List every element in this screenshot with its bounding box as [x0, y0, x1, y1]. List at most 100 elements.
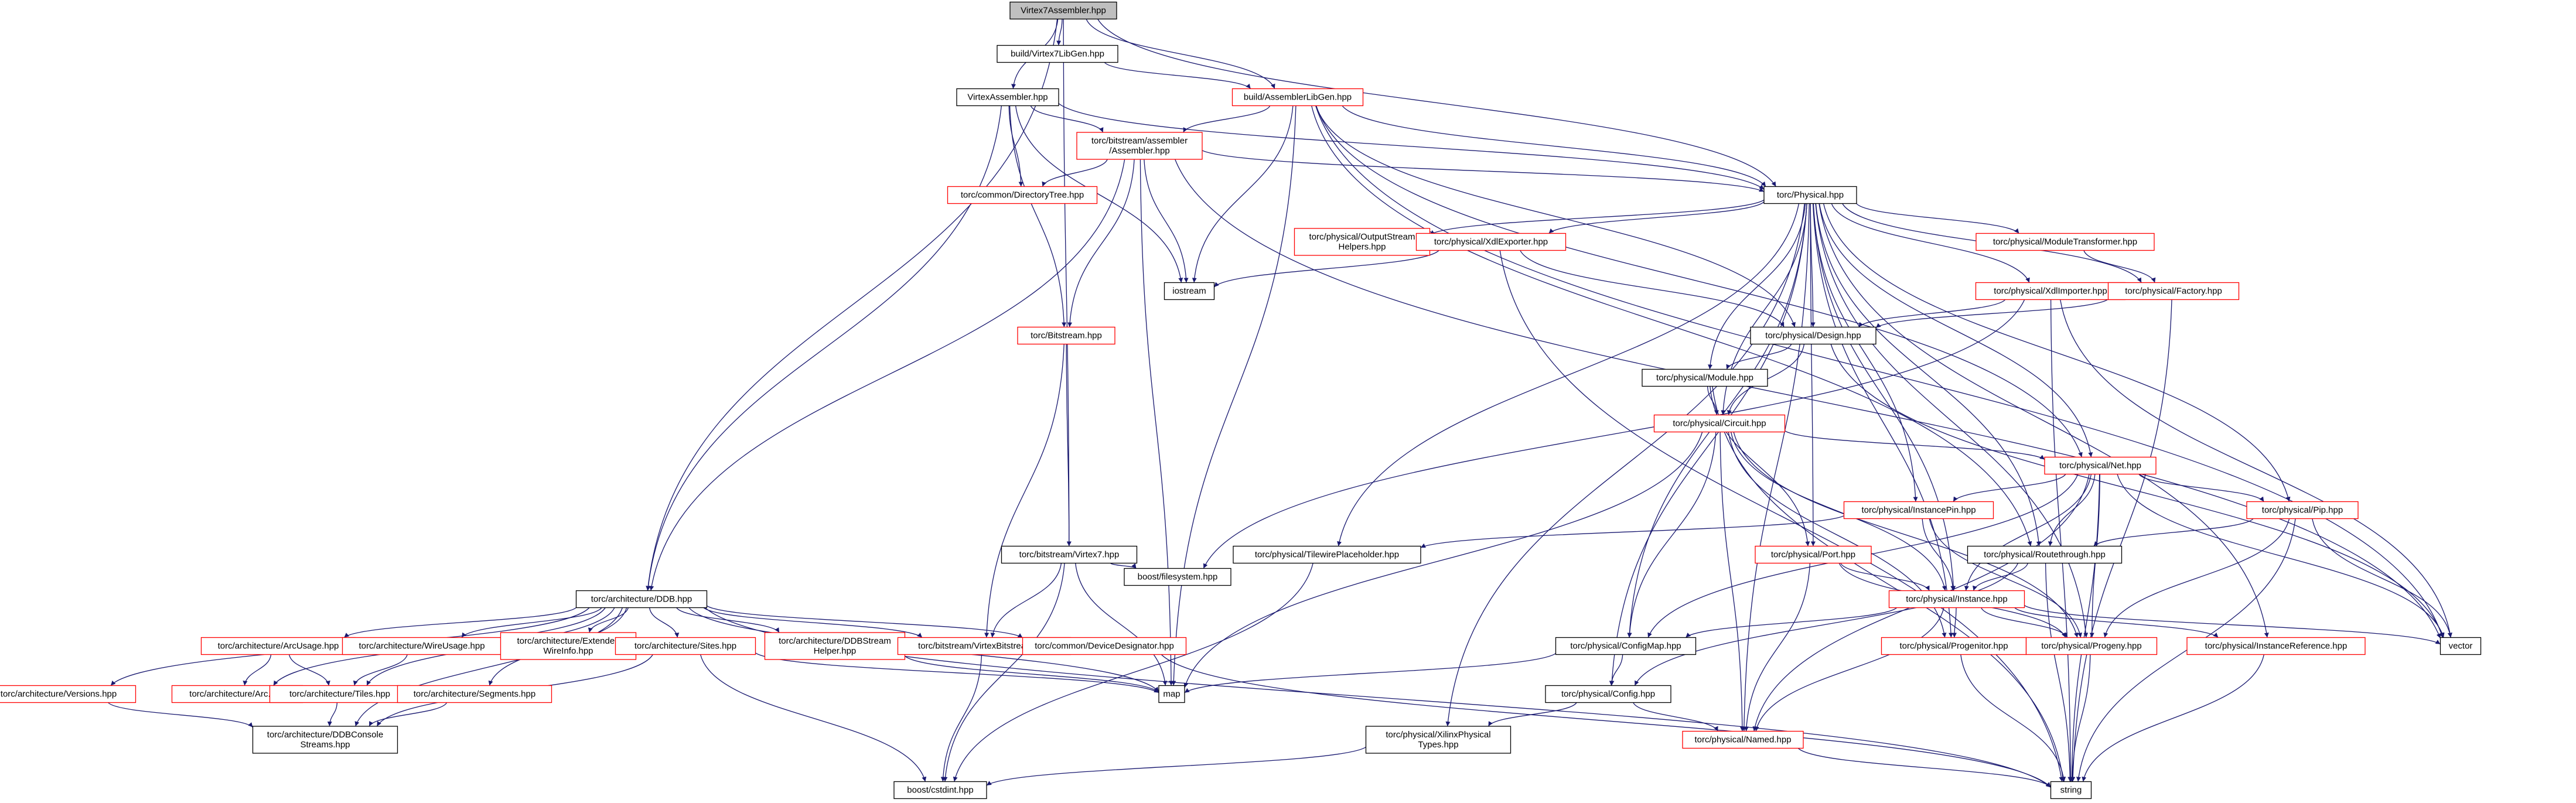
edge-alg-to-vec	[1315, 105, 2444, 638]
node-box	[1888, 590, 2025, 609]
node-alg[interactable]: build/AssemblerLibGen.hpp	[1231, 88, 1364, 107]
node-net[interactable]: torc/physical/Net.hpp	[2044, 456, 2157, 475]
node-phy[interactable]: torc/Physical.hpp	[1763, 186, 1857, 204]
edge-des-to-vec	[1830, 344, 2444, 638]
node-pip[interactable]: torc/physical/Pip.hpp	[2246, 501, 2359, 520]
node-pgy[interactable]: torc/physical/Progeny.hpp	[2025, 637, 2158, 655]
node-box	[1763, 186, 1857, 204]
edge-asm-to-ios	[1144, 159, 1189, 283]
edge-root-to-phy	[1097, 19, 1776, 187]
edge-phy-to-rth	[1815, 203, 2041, 546]
node-label: torc/physical/Port.hpp	[1771, 549, 1855, 559]
node-nam[interactable]: torc/physical/Named.hpp	[1682, 730, 1804, 749]
node-mod[interactable]: torc/physical/Module.hpp	[1642, 368, 1768, 387]
edge-pip-to-pgy	[2103, 518, 2290, 638]
node-ios[interactable]: iostream	[1164, 282, 1215, 300]
edge-xpt-to-cst	[986, 746, 1366, 786]
node-ddb[interactable]: torc/architecture/DDB.hpp	[575, 590, 708, 609]
node-sit[interactable]: torc/architecture/Sites.hpp	[615, 637, 756, 655]
edge-asm-to-vec	[1175, 159, 2441, 639]
edge-phy-to-net	[1818, 203, 2093, 457]
edge-phy-to-xdi	[1831, 203, 2030, 283]
node-box	[1009, 1, 1117, 20]
edge-cdd-to-str	[1161, 654, 2051, 788]
edge-cfg-to-nam	[1633, 702, 1718, 732]
edge-rth-to-str	[2045, 563, 2073, 782]
node-box	[0, 685, 137, 703]
node-mtr[interactable]: torc/physical/ModuleTransformer.hpp	[1975, 233, 2155, 251]
edge-arc_u-to-til	[288, 654, 330, 686]
node-ins[interactable]: torc/physical/Instance.hpp	[1888, 590, 2025, 609]
edge-arc_u-to-arc	[243, 654, 272, 686]
node-label: torc/physical/Progenitor.hpp	[1899, 641, 2008, 651]
node-label: torc/physical/OutputStream	[1309, 232, 1415, 242]
node-fac[interactable]: torc/physical/Factory.hpp	[2107, 282, 2240, 300]
node-root[interactable]: Virtex7Assembler.hpp	[1009, 1, 1117, 20]
node-tph[interactable]: torc/physical/TilewirePlaceholder.hpp	[1233, 545, 1421, 564]
node-wir_u[interactable]: torc/architecture/WireUsage.hpp	[342, 637, 502, 655]
node-box	[1545, 685, 1671, 703]
node-xde[interactable]: torc/physical/XdlExporter.hpp	[1415, 233, 1567, 251]
node-label: map	[1163, 689, 1180, 699]
node-cir[interactable]: torc/physical/Circuit.hpp	[1653, 414, 1786, 433]
node-rth[interactable]: torc/physical/Routethrough.hpp	[1967, 545, 2123, 564]
edge-lib-to-alg	[1104, 62, 1251, 89]
node-box	[1294, 228, 1431, 256]
edge-tph-to-cst	[953, 563, 1313, 782]
node-prg[interactable]: torc/physical/Progenitor.hpp	[1881, 637, 2027, 655]
edge-rth-to-ins	[1973, 563, 2029, 591]
node-box	[342, 637, 502, 655]
edge-pgy-to-str	[2070, 654, 2091, 782]
edge-des-to-mod	[1726, 344, 1792, 370]
edge-xde-to-str	[1499, 250, 2064, 782]
node-box	[1975, 233, 2155, 251]
node-str[interactable]: string	[2050, 781, 2092, 799]
node-label: Streams.hpp	[300, 740, 350, 750]
node-label: torc/physical/XdlImporter.hpp	[1994, 286, 2107, 296]
node-dir[interactable]: torc/common/DirectoryTree.hpp	[947, 186, 1098, 204]
node-iref[interactable]: torc/physical/InstanceReference.hpp	[2186, 637, 2366, 655]
node-cst[interactable]: boost/cstdint.hpp	[893, 781, 987, 799]
node-label: boost/filesystem.hpp	[1138, 572, 1218, 582]
edge-ins-to-vec	[2024, 605, 2441, 645]
node-seg[interactable]: torc/architecture/Segments.hpp	[397, 685, 552, 703]
node-va[interactable]: VirtexAssembler.hpp	[956, 88, 1059, 107]
node-ver[interactable]: torc/architecture/Versions.hpp	[0, 685, 137, 703]
node-map[interactable]: map	[1158, 685, 1185, 703]
node-arc_u[interactable]: torc/architecture/ArcUsage.hpp	[200, 637, 356, 655]
node-lib[interactable]: build/Virtex7LibGen.hpp	[997, 45, 1118, 63]
node-bfs[interactable]: boost/filesystem.hpp	[1124, 568, 1231, 586]
node-label: torc/physical/Module.hpp	[1656, 373, 1753, 382]
node-asm[interactable]: torc/bitstream/assembler/Assembler.hpp	[1076, 132, 1203, 160]
node-box	[1076, 132, 1203, 160]
edge-alg-to-des	[1315, 105, 1796, 327]
edge-root-to-alg	[1086, 19, 1275, 89]
edge-cir-to-pgy	[1733, 432, 2079, 638]
node-cdd[interactable]: torc/common/DeviceDesignator.hpp	[1022, 637, 1187, 655]
node-cfm[interactable]: torc/physical/ConfigMap.hpp	[1555, 637, 1697, 655]
node-til[interactable]: torc/architecture/Tiles.hpp	[269, 685, 411, 703]
edge-ins-to-cfm	[1685, 607, 1898, 638]
node-cfg[interactable]: torc/physical/Config.hpp	[1545, 685, 1671, 703]
edge-va-to-ddb	[646, 105, 1002, 591]
edge-asm-to-map	[1139, 159, 1174, 686]
node-xdi[interactable]: torc/physical/XdlImporter.hpp	[1975, 282, 2126, 300]
node-box	[1233, 545, 1421, 564]
node-vec[interactable]: vector	[2439, 637, 2482, 655]
node-label: torc/physical/Progeny.hpp	[2041, 641, 2141, 651]
node-ipn[interactable]: torc/physical/InstancePin.hpp	[1843, 501, 1994, 520]
edge-bit-to-bv7	[1066, 344, 1072, 546]
node-prt[interactable]: torc/physical/Port.hpp	[1755, 545, 1872, 564]
node-bit[interactable]: torc/Bitstream.hpp	[1017, 326, 1115, 345]
edge-phy-to-prg	[1812, 203, 1954, 638]
node-bv7[interactable]: torc/bitstream/Virtex7.hpp	[1001, 545, 1138, 564]
edge-phy-to-mod	[1708, 203, 1806, 370]
node-label: torc/architecture/DDBConsole	[267, 730, 383, 740]
edge-phy-to-nam	[1741, 203, 1810, 732]
node-des[interactable]: torc/physical/Design.hpp	[1750, 326, 1876, 345]
